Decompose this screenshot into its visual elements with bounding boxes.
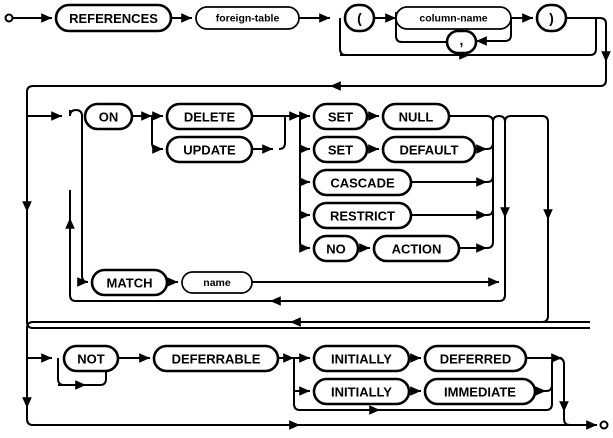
section-on-action-and-match-clause: ON DELETE UPDATE SET (22, 81, 590, 329)
section-references-clause: REFERENCES foreign-table ( column-name (4, 3, 611, 87)
node-update: UPDATE (165, 135, 254, 164)
node-set-default-set: SET (312, 135, 369, 164)
rail-section3-exit (551, 356, 596, 426)
node-update-label: UPDATE (183, 143, 236, 158)
node-set-null-null: NULL (381, 102, 451, 131)
node-set-default-set-label: SET (328, 143, 353, 158)
node-restrict-label: RESTRICT (330, 209, 395, 224)
rail-action-merge (486, 122, 494, 249)
rail-not-bypass-up (99, 358, 107, 386)
node-match: MATCH (90, 268, 169, 297)
node-delete-label: DELETE (184, 110, 236, 125)
node-column-name-label: column-name (419, 13, 487, 25)
rail-initially-skip-merge (380, 364, 553, 411)
node-name: name (181, 271, 253, 294)
node-action: ACTION (372, 234, 461, 263)
rail-split-to-update (151, 116, 163, 150)
node-foreign-table: foreign-table (195, 6, 300, 30)
rail-section3-top (26, 321, 590, 329)
node-references-label: REFERENCES (69, 11, 158, 26)
node-match-label: MATCH (107, 276, 153, 291)
rail-repeat-loop-back (69, 190, 506, 302)
node-init-deferred-initially: INITIALLY (312, 344, 411, 373)
rail-section3-outer-bypass (26, 328, 596, 426)
node-init-deferred-deferred-label: DEFERRED (440, 352, 512, 367)
node-deferrable-label: DEFERRABLE (172, 352, 261, 367)
node-no-label: NO (326, 242, 346, 257)
node-lparen-label: ( (357, 10, 362, 26)
node-cascade: CASCADE (312, 168, 413, 197)
rail-comma-loop-right (476, 18, 512, 42)
rail-section2-exit (33, 115, 549, 323)
node-name-label: name (203, 277, 231, 289)
node-rparen-label: ) (549, 10, 554, 26)
node-on: ON (83, 102, 134, 131)
rail-initially-spine (293, 358, 380, 411)
node-init-immediate-immediate-label: IMMEDIATE (444, 385, 516, 400)
node-set-default-def: DEFAULT (381, 135, 477, 164)
node-not-label: NOT (77, 352, 105, 367)
node-set-null-null-label: NULL (399, 110, 434, 125)
start-marker (4, 13, 14, 23)
rail-comma-loop-left (395, 18, 447, 43)
node-restrict: RESTRICT (312, 201, 413, 230)
section-deferrable-clause: NOT DEFERRABLE INITIALLY DEFERRED INITIA… (22, 321, 609, 430)
node-init-deferred-deferred: DEFERRED (423, 344, 528, 373)
node-on-label: ON (99, 110, 119, 125)
node-rparen: ) (535, 3, 568, 33)
node-init-immediate-initially: INITIALLY (312, 377, 411, 406)
node-comma-label: , (460, 32, 464, 48)
node-set-default-def-label: DEFAULT (400, 143, 459, 158)
node-column-name: column-name (395, 6, 512, 30)
rail-update-merge-up (278, 116, 286, 150)
node-comma: , (445, 29, 478, 55)
node-references: REFERENCES (54, 3, 173, 33)
node-init-immediate-initially-label: INITIALLY (331, 385, 392, 400)
node-delete: DELETE (165, 102, 254, 131)
node-cascade-label: CASCADE (330, 176, 395, 191)
node-init-immediate-immediate: IMMEDIATE (423, 377, 537, 406)
end-marker (599, 420, 609, 430)
node-init-deferred-initially-label: INITIALLY (331, 352, 392, 367)
node-no: NO (312, 234, 360, 263)
node-set-null-set: SET (312, 102, 369, 131)
rail-onclause-exit-down (492, 114, 506, 295)
node-foreign-table-label: foreign-table (216, 13, 280, 25)
node-set-null-set-label: SET (328, 110, 353, 125)
node-deferrable: DEFERRABLE (152, 344, 280, 373)
node-not: NOT (62, 344, 120, 373)
node-action-label: ACTION (392, 242, 442, 257)
node-lparen: ( (343, 3, 376, 33)
rail-repeat-left-down-to-match (69, 108, 89, 283)
